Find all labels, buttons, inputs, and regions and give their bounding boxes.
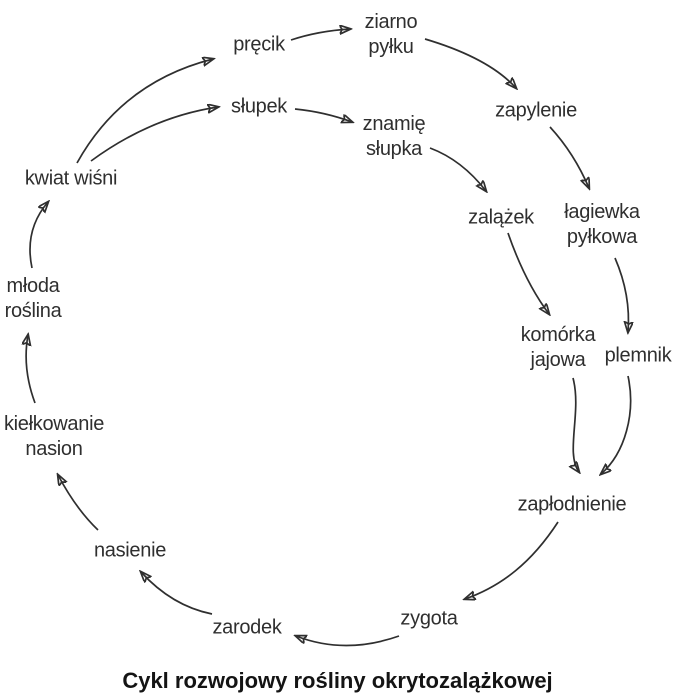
arrow-kielkowanie-to-mloda-roslina — [26, 335, 36, 404]
node-komorka-jajowa: komórka jajowa — [520, 324, 596, 371]
node-plemnik: plemnik — [604, 344, 672, 367]
node-mloda-roslina: młoda roślina — [4, 275, 62, 322]
node-zalazek: zalążek — [468, 206, 534, 229]
arrow-komorka-to-zaplodnienie — [573, 377, 579, 472]
arrow-zarodek-to-nasienie — [141, 572, 213, 615]
arrow-plemnik-to-zaplodnienie — [601, 375, 632, 474]
node-zygota: zygota — [400, 607, 458, 630]
node-kwiat-wisni: kwiat wiśni — [24, 167, 118, 190]
arrow-kwiat-wisni-to-precik — [76, 59, 213, 164]
arrow-lagiewka-to-plemnik — [614, 257, 628, 332]
arrow-zapylenie-to-lagiewka — [549, 126, 589, 188]
arrow-zaplodnienie-to-zygota — [465, 521, 559, 599]
arrow-precik-to-ziarno-pylku — [290, 29, 350, 41]
node-nasienie: nasienie — [93, 539, 167, 562]
node-znamie-slupka: znamię słupka — [362, 113, 426, 160]
node-zaplodnienie: zapłodnienie — [517, 493, 627, 516]
arrow-znamie-slupka-to-zalazek — [429, 147, 486, 191]
node-ziarno-pylku: ziarno pyłku — [364, 11, 418, 58]
node-zarodek: zarodek — [212, 616, 282, 639]
arrow-kwiat-wisni-to-slupek — [90, 107, 218, 162]
node-precik: pręcik — [233, 33, 285, 56]
node-lagiewka-pylkowa: łagiewka pyłkowa — [564, 201, 640, 248]
arrow-mloda-roslina-to-kwiat-wisni — [29, 202, 48, 269]
node-kielkowanie-nasion: kiełkowanie nasion — [3, 413, 105, 460]
arrow-slupek-to-znamie-slupka — [294, 108, 352, 122]
arrow-nasienie-to-kielkowanie — [58, 475, 99, 531]
arrow-ziarno-pylku-to-zapylenie — [424, 38, 516, 88]
arrow-zygota-to-zarodek — [296, 636, 400, 647]
node-slupek: słupek — [230, 95, 288, 118]
diagram-caption: Cykl rozwojowy rośliny okrytozalążkowej — [122, 668, 553, 693]
arrow-zalazek-to-komorka-jajowa — [507, 232, 549, 314]
node-zapylenie: zapylenie — [495, 99, 577, 122]
